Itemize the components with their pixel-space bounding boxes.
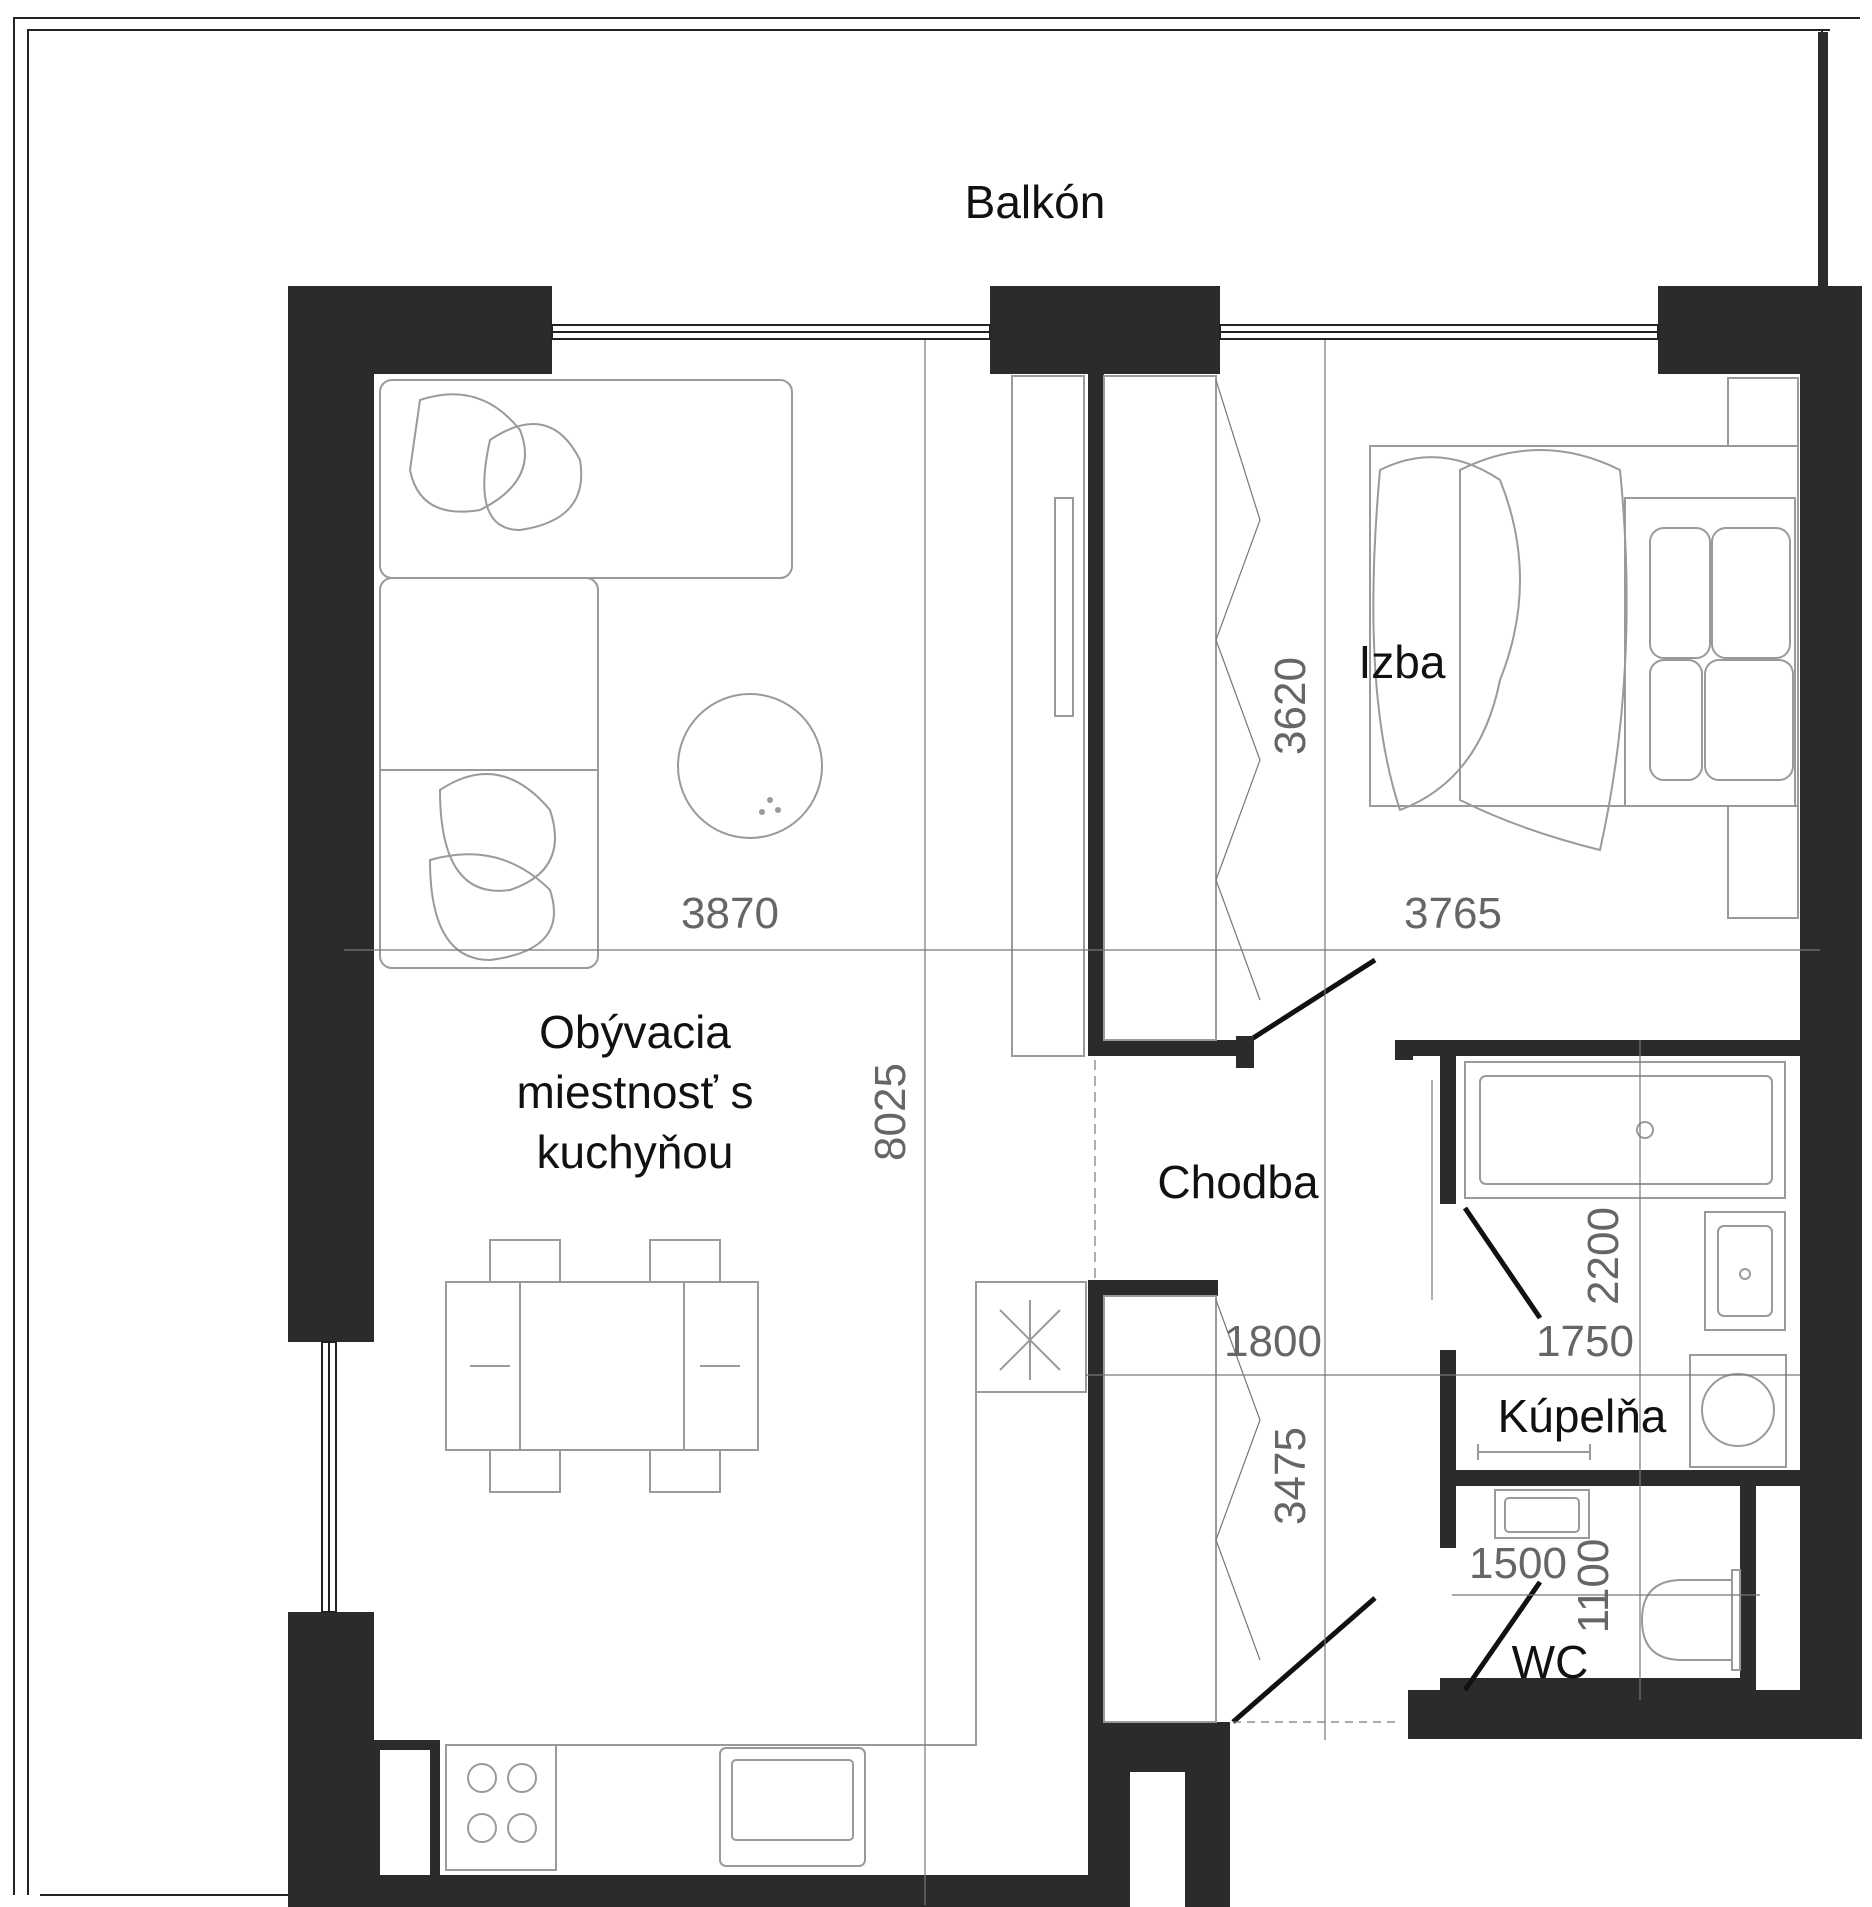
room-label-living-line1: Obývacia xyxy=(539,1006,731,1058)
sofa-icon xyxy=(379,379,793,969)
doors xyxy=(1231,957,1543,1724)
sink-icon xyxy=(1704,1211,1786,1331)
dim-living-width: 3870 xyxy=(681,889,779,938)
windows xyxy=(321,324,1659,1613)
dim-hall-width: 1800 xyxy=(1224,1317,1322,1366)
walls xyxy=(288,286,1862,1907)
bathtub-icon xyxy=(1464,1061,1786,1199)
toilet-icon xyxy=(1640,1569,1741,1671)
room-label-wc: WC xyxy=(1512,1636,1589,1688)
round-table-icon xyxy=(677,693,823,839)
room-label-living-line2: miestnosť s xyxy=(516,1066,753,1118)
dim-bath-width: 1750 xyxy=(1536,1317,1634,1366)
room-label-hallway: Chodba xyxy=(1157,1156,1319,1208)
wardrobe-icon xyxy=(1103,375,1261,1723)
washing-machine-icon xyxy=(1689,1354,1787,1468)
wc-sink-icon xyxy=(1494,1489,1590,1539)
dim-bedroom-width: 3765 xyxy=(1404,889,1502,938)
dim-bedroom-depth: 3620 xyxy=(1266,657,1315,755)
towel-rail-icon xyxy=(1477,1444,1591,1460)
tv-unit-icon xyxy=(1011,375,1085,1057)
dim-bath-height: 2200 xyxy=(1579,1207,1628,1305)
room-label-bedroom: Izba xyxy=(1359,636,1446,688)
room-label-bathroom: Kúpelňa xyxy=(1498,1390,1667,1442)
dimension-lines xyxy=(344,340,1820,1905)
bed-icon xyxy=(1369,377,1799,919)
room-label-living-line3: kuchyňou xyxy=(537,1126,734,1178)
dim-wc-width: 1500 xyxy=(1469,1539,1567,1588)
dim-hall-length: 3475 xyxy=(1266,1427,1315,1525)
dining-table-icon xyxy=(445,1239,759,1493)
dim-wc-height: 1100 xyxy=(1569,1539,1618,1634)
kitchen-counter-icon xyxy=(445,1281,1087,1871)
dim-living-depth: 8025 xyxy=(866,1063,915,1161)
balcony-outline xyxy=(13,17,1860,1896)
room-label-balcony: Balkón xyxy=(965,176,1106,228)
